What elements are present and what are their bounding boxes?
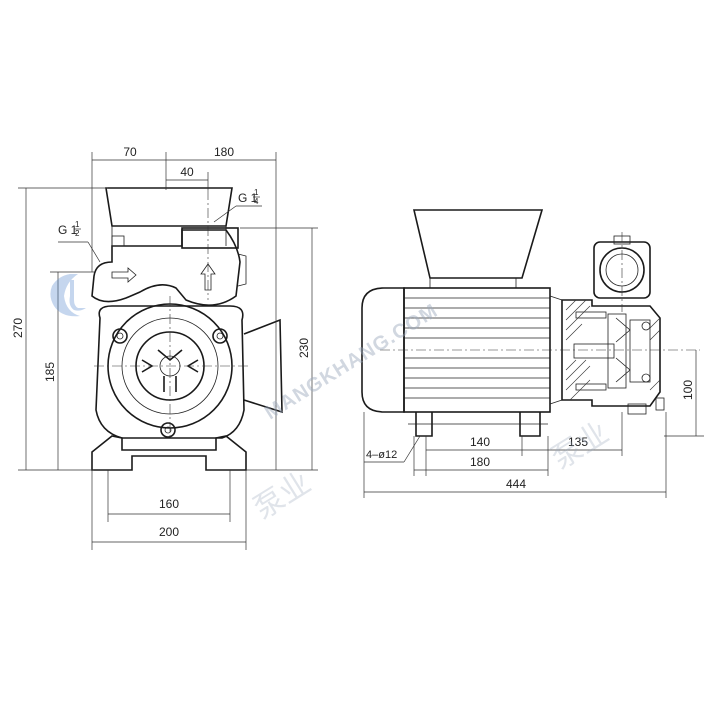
flow-arrow-up-icon	[200, 263, 216, 291]
dim-front-185: 185	[43, 362, 57, 382]
dim-outlet-thread: G 1	[238, 191, 258, 205]
dim-side-180: 180	[470, 455, 490, 469]
dim-outlet-thread-num: 1	[254, 188, 259, 197]
dim-front-270: 270	[11, 318, 25, 338]
side-pump-head	[561, 235, 665, 415]
dim-front-200: 200	[159, 525, 179, 539]
watermark-cn-text-right: 泵业	[546, 415, 615, 476]
side-end-cap	[361, 287, 405, 413]
dim-front-160: 160	[159, 497, 179, 511]
side-view	[361, 209, 700, 437]
dim-side-135: 135	[568, 435, 588, 449]
watermark-cn-text-left: 泵业	[248, 465, 317, 526]
dim-inlet-thread-num: 1	[75, 220, 80, 229]
front-base	[91, 435, 247, 471]
front-pump-casing	[91, 229, 241, 306]
dim-front-70: 70	[123, 145, 137, 159]
side-dimensions: 140 135 180 444 100 4–ø12	[363, 350, 704, 498]
side-motor-fins	[404, 297, 550, 399]
front-motor-body	[95, 305, 245, 439]
front-dimensions: 70 180 40 G 1 1 4 G 1 1 2 270 185 230	[11, 145, 318, 550]
watermark-logo-icon	[50, 274, 86, 317]
watermark: MANGKHANG.COM 泵业 泵业	[50, 274, 615, 527]
front-bolt-hole-tl	[112, 328, 128, 344]
dim-outlet-thread-den: 4	[254, 197, 259, 206]
watermark-site-text: MANGKHANG.COM	[261, 300, 442, 424]
front-bolt-hole-tr	[212, 328, 228, 344]
front-bolt-hole-b	[160, 422, 176, 438]
side-hopper	[412, 209, 544, 279]
dim-side-140: 140	[470, 435, 490, 449]
front-view	[91, 187, 283, 471]
dim-inlet-thread-den: 2	[75, 229, 80, 238]
dim-side-444: 444	[506, 477, 526, 491]
front-side-cone	[243, 318, 283, 414]
flow-arrow-right-icon	[111, 267, 137, 283]
dim-mounting-holes: 4–ø12	[366, 449, 397, 461]
front-outlet-funnel	[105, 187, 233, 227]
front-outlet-boss	[181, 227, 239, 249]
dim-inlet-thread: G 1	[58, 223, 78, 237]
dim-side-100: 100	[681, 380, 695, 400]
dim-front-180: 180	[214, 145, 234, 159]
dim-front-40: 40	[180, 165, 194, 179]
dim-front-230: 230	[297, 338, 311, 358]
